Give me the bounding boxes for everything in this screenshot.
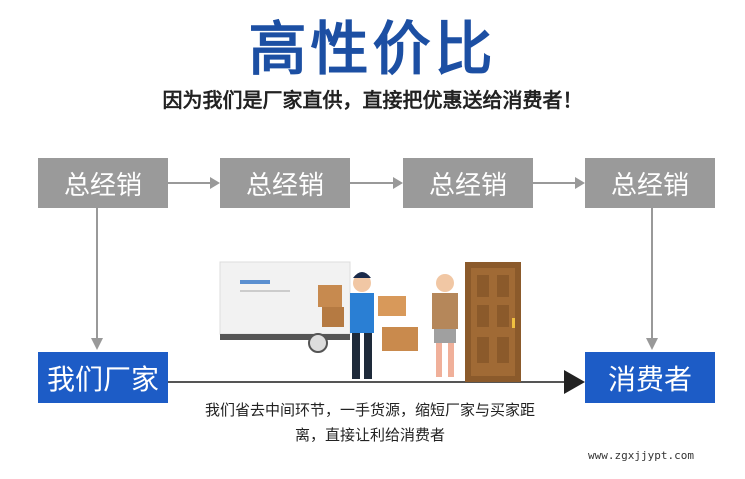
- factory-box: 我们厂家: [38, 352, 168, 403]
- distributor-box-2: 总经销: [220, 158, 350, 208]
- page-title: 高性价比: [248, 15, 497, 83]
- watermark: www.zgxjjypt.com: [588, 449, 694, 462]
- caption: 我们省去中间环节，一手货源，缩短厂家与买家距 离，直接让利给消费者: [170, 398, 570, 448]
- subtitle: 因为我们是厂家直供，直接把优惠送给消费者！: [162, 88, 583, 112]
- truck-illustration: [219, 261, 351, 353]
- caption-line-1: 我们省去中间环节，一手货源，缩短厂家与买家距: [204, 401, 535, 419]
- caption-line-2: 离，直接让利给消费者: [294, 426, 445, 444]
- door-illustration: [465, 262, 521, 382]
- consumer-box: 消费者: [585, 352, 715, 403]
- delivery-person-illustration: [350, 272, 418, 379]
- distributor-box-3: 总经销: [403, 158, 533, 208]
- customer-illustration: [432, 274, 458, 377]
- distributor-box-1: 总经销: [38, 158, 168, 208]
- distributor-box-4: 总经销: [585, 158, 715, 208]
